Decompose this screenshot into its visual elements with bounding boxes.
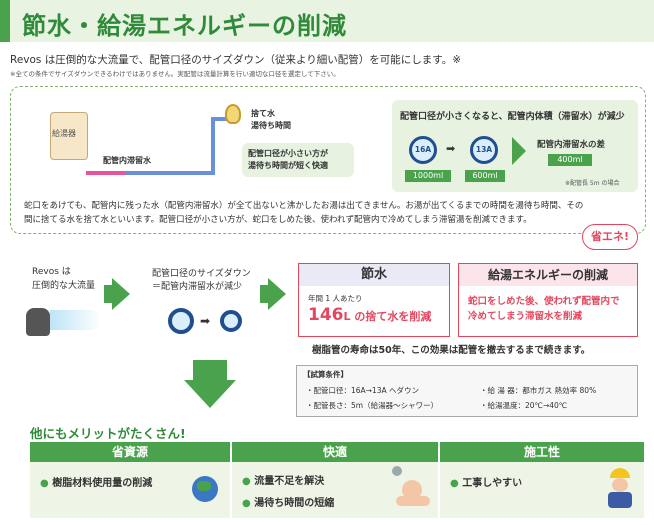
revos-line-1: Revos は <box>32 267 71 277</box>
shower-head-icon <box>225 104 241 124</box>
water-saving-main: 146L の捨て水を削減 <box>308 305 431 325</box>
heater-label: 給湯器 <box>52 129 76 138</box>
length-note: ※配管長 5m の場合 <box>565 180 620 187</box>
downsize-line-2: ＝配管内滞留水が減少 <box>152 282 243 292</box>
merit-heading: 他にもメリットがたくさん! <box>30 426 186 441</box>
flow-arrow-tail-2 <box>260 285 270 303</box>
volume-16a: 1000ml <box>405 170 451 182</box>
water-heater-icon <box>50 112 88 160</box>
intro-note: ※全ての条件でサイズダウンできるわけではありません。実配管は流量計算を行い適切な… <box>10 70 340 78</box>
pipe-13a-icon: 13A <box>470 136 498 164</box>
cold-pipe <box>125 171 215 175</box>
callout-line-1: 配管口径が小さい方が <box>248 149 328 158</box>
callout-short-wait: 配管口径が小さい方が 湯待ち時間が短く快適 <box>242 143 354 177</box>
energy-line-2: 冷めてしまう滞留水を削減 <box>468 311 583 322</box>
chevron-right-icon <box>512 137 526 165</box>
energy-saving-box <box>458 263 638 337</box>
downsize-line-1: 配管口径のサイズダウン <box>152 269 251 279</box>
condition-3: ・給 湯 器：都市ガス 熱効率 80% <box>480 386 597 395</box>
shower-person-icon <box>386 466 432 506</box>
large-pipe-icon <box>168 308 194 334</box>
merit-item-text: 工事しやすい <box>462 478 523 489</box>
merit-item-easy-install: ● 工事しやすい <box>450 474 522 489</box>
merit-item-resin: ● 樹脂材料使用量の削減 <box>40 474 152 489</box>
worker-icon <box>606 468 634 508</box>
paragraph-line-2: 間に捨てる水を捨て水といいます。配管口径が小さい方が、蛇口をしめた後、使われず配… <box>24 215 532 225</box>
diagram-panel <box>10 86 646 234</box>
callout-line-2: 湯待ち時間が短く快適 <box>248 161 328 170</box>
faucet-icon <box>26 308 50 336</box>
saving-unit: L <box>343 310 351 323</box>
paragraph-line-1: 蛇口をあけても、配管内に残った水（配管内滞留水）が全て出ないと沸かしたお湯は出て… <box>24 201 584 211</box>
intro-text: Revos は圧倒的な大流量で、配管口径のサイズダウン（従来より細い配管）を可能… <box>10 54 462 66</box>
arrow-right-icon: ➡ <box>446 142 456 155</box>
column-body-workability <box>440 462 644 518</box>
small-pipe-icon <box>220 310 242 332</box>
title-bar <box>0 0 654 42</box>
arrow-right-icon: ➡ <box>200 314 211 328</box>
worker-body <box>608 492 632 508</box>
merit-item-text: 流量不足を解決 <box>254 476 325 487</box>
conditions-title: 【試算条件】 <box>303 370 348 379</box>
energy-saving-header: 給湯エネルギーの削減 <box>459 264 637 286</box>
column-header-workability: 施工性 <box>440 442 644 462</box>
bullet-icon: ● <box>242 476 255 487</box>
revos-line-2: 圧倒的な大流量 <box>32 281 96 291</box>
merit-item-text: 湯待ち時間の短縮 <box>254 498 335 509</box>
wait-label: 捨て水 湯待ち時間 <box>251 108 291 132</box>
conditions-box <box>296 365 638 417</box>
wait-label-1: 捨て水 <box>251 109 275 118</box>
person-face <box>402 480 422 500</box>
merit-item-text: 樹脂材料使用量の削減 <box>52 478 153 489</box>
shower-pipe <box>211 117 231 121</box>
lifespan-statement: 樹脂管の寿命は50年、この効果は配管を撤去するまで続きます。 <box>312 345 591 356</box>
water-saving-sub: 年間 1 人あたり <box>308 294 363 303</box>
water-saving-box <box>298 263 450 337</box>
volume-13a: 600ml <box>465 170 505 182</box>
page-title: 節水・給湯エネルギーの削減 <box>22 12 347 40</box>
person-body <box>396 496 430 506</box>
difference-label: 配管内滞留水の差 <box>537 140 606 150</box>
flow-arrow-tail-1 <box>104 285 114 303</box>
merit-item-wait: ● 湯待ち時間の短縮 <box>242 494 334 509</box>
revos-flow-label: Revos は 圧倒的な大流量 <box>32 265 95 293</box>
saving-number: 146 <box>308 305 344 325</box>
condition-2: ・配管長さ：5m（給湯器～シャワー） <box>306 401 439 410</box>
wait-label-2: 湯待ち時間 <box>251 121 291 130</box>
title-accent <box>0 0 10 42</box>
explanation-paragraph: 蛇口をあけても、配管内に残った水（配管内滞留水）が全て出ないと沸かしたお湯は出て… <box>24 199 632 227</box>
difference-value: 400ml <box>548 154 592 166</box>
flow-arrow-icon-1 <box>112 278 130 310</box>
riser-pipe <box>211 120 215 175</box>
bullet-icon: ● <box>450 478 463 489</box>
down-arrow-icon <box>184 380 236 408</box>
column-header-resource: 省資源 <box>30 442 230 462</box>
water-saving-header: 節水 <box>299 264 449 286</box>
volume-comparison-title: 配管口径が小さくなると、配管内体積（滞留水）が減少 <box>400 112 625 122</box>
down-arrow-tail <box>193 360 227 382</box>
pipe-label: 配管内滞留水 <box>103 156 151 165</box>
shower-head-icon <box>392 466 402 476</box>
energy-saving-bubble: 省エネ! <box>582 224 638 250</box>
condition-4: ・給湯温度：20℃→40℃ <box>480 401 568 410</box>
globe-land <box>197 481 211 491</box>
energy-line-1: 蛇口をしめた後、使われず配管内で <box>468 296 620 307</box>
saving-text: の捨て水を削減 <box>350 310 432 323</box>
energy-saving-text: 蛇口をしめた後、使われず配管内で 冷めてしまう滞留水を削減 <box>468 294 620 324</box>
bullet-icon: ● <box>242 498 255 509</box>
flow-arrow-icon-2 <box>268 278 286 310</box>
water-stream-icon <box>50 310 102 330</box>
column-header-comfort: 快適 <box>232 442 438 462</box>
condition-1: ・配管口径：16A→13A ヘダウン <box>306 386 420 395</box>
worker-face <box>612 478 628 492</box>
bullet-icon: ● <box>40 478 53 489</box>
helmet-icon <box>610 468 630 478</box>
downsize-label: 配管口径のサイズダウン ＝配管内滞留水が減少 <box>152 268 251 294</box>
pipe-16a-icon: 16A <box>409 136 437 164</box>
merit-item-flow: ● 流量不足を解決 <box>242 472 324 487</box>
